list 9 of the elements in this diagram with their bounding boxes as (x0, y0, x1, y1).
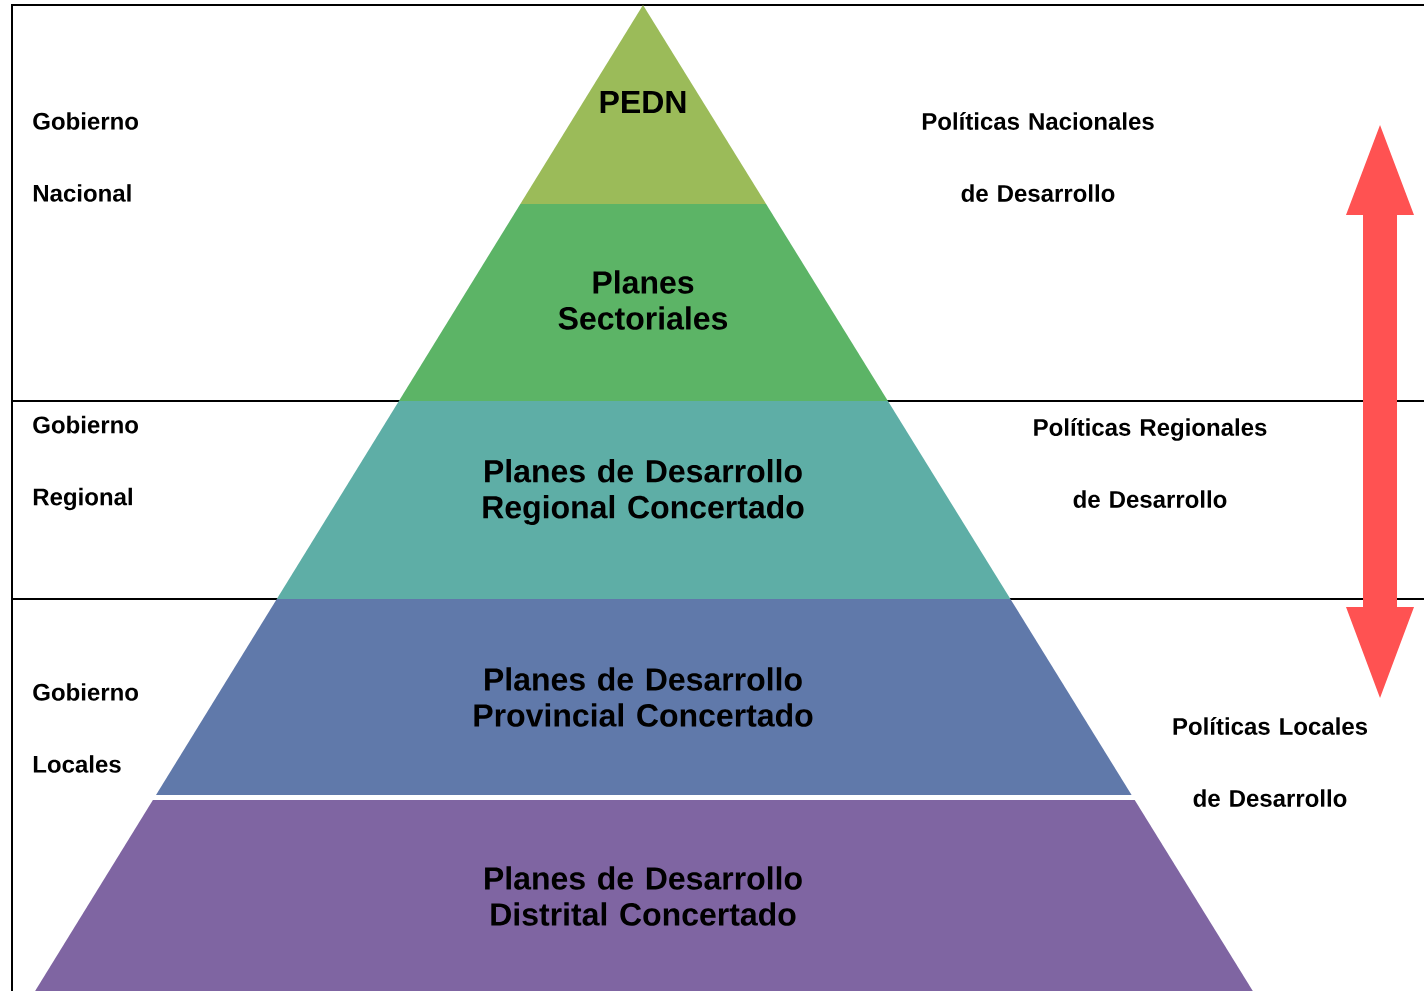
pyramid-band: PEDN (520, 5, 767, 204)
side-label: Gobierno Regional (33, 415, 138, 511)
pyramid-band: Planes de Desarrollo Provincial Concertado (156, 599, 1132, 795)
side-label: Gobierno Locales (33, 683, 138, 773)
pyramid-band: Planes Sectoriales (398, 204, 888, 401)
pyramid-band: Planes de Desarrollo Regional Concertado (276, 401, 1011, 599)
side-label: Gobierno Nacional (33, 112, 138, 202)
side-label: Políticas Regionales de Desarrollo (1034, 418, 1267, 508)
side-label: Políticas Nacionales de Desarrollo (922, 112, 1154, 202)
